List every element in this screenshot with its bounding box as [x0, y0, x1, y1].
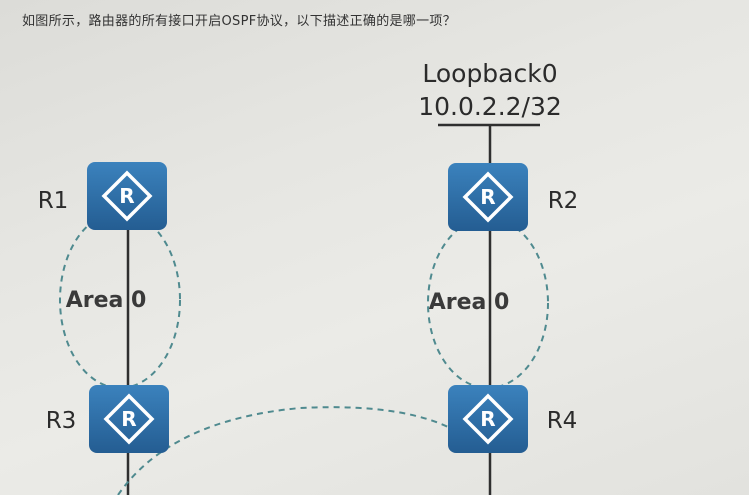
- router-r3: [87, 383, 171, 455]
- router-r3-label: R3: [46, 408, 77, 434]
- router-icon: [446, 383, 530, 455]
- router-r4-label: R4: [547, 408, 578, 434]
- router-icon: [446, 161, 530, 233]
- router-r1: [85, 160, 169, 232]
- area-left-boundary: [59, 211, 181, 389]
- area-right-label: Area 0: [429, 290, 510, 315]
- area-left-label: Area 0: [66, 288, 147, 313]
- router-r1-label: R1: [38, 188, 69, 214]
- router-r2-label: R2: [548, 188, 579, 214]
- question-text: 如图所示，路由器的所有接口开启OSPF协议，以下描述正确的是哪一项？: [22, 14, 457, 29]
- router-icon: [87, 383, 171, 455]
- router-icon: [85, 160, 169, 232]
- router-r4: [446, 383, 530, 455]
- loopback-name: Loopback0: [422, 59, 557, 88]
- loopback-address: 10.0.2.2/32: [418, 92, 562, 121]
- area-bottom-boundary: [117, 406, 471, 495]
- router-r2: [446, 161, 530, 233]
